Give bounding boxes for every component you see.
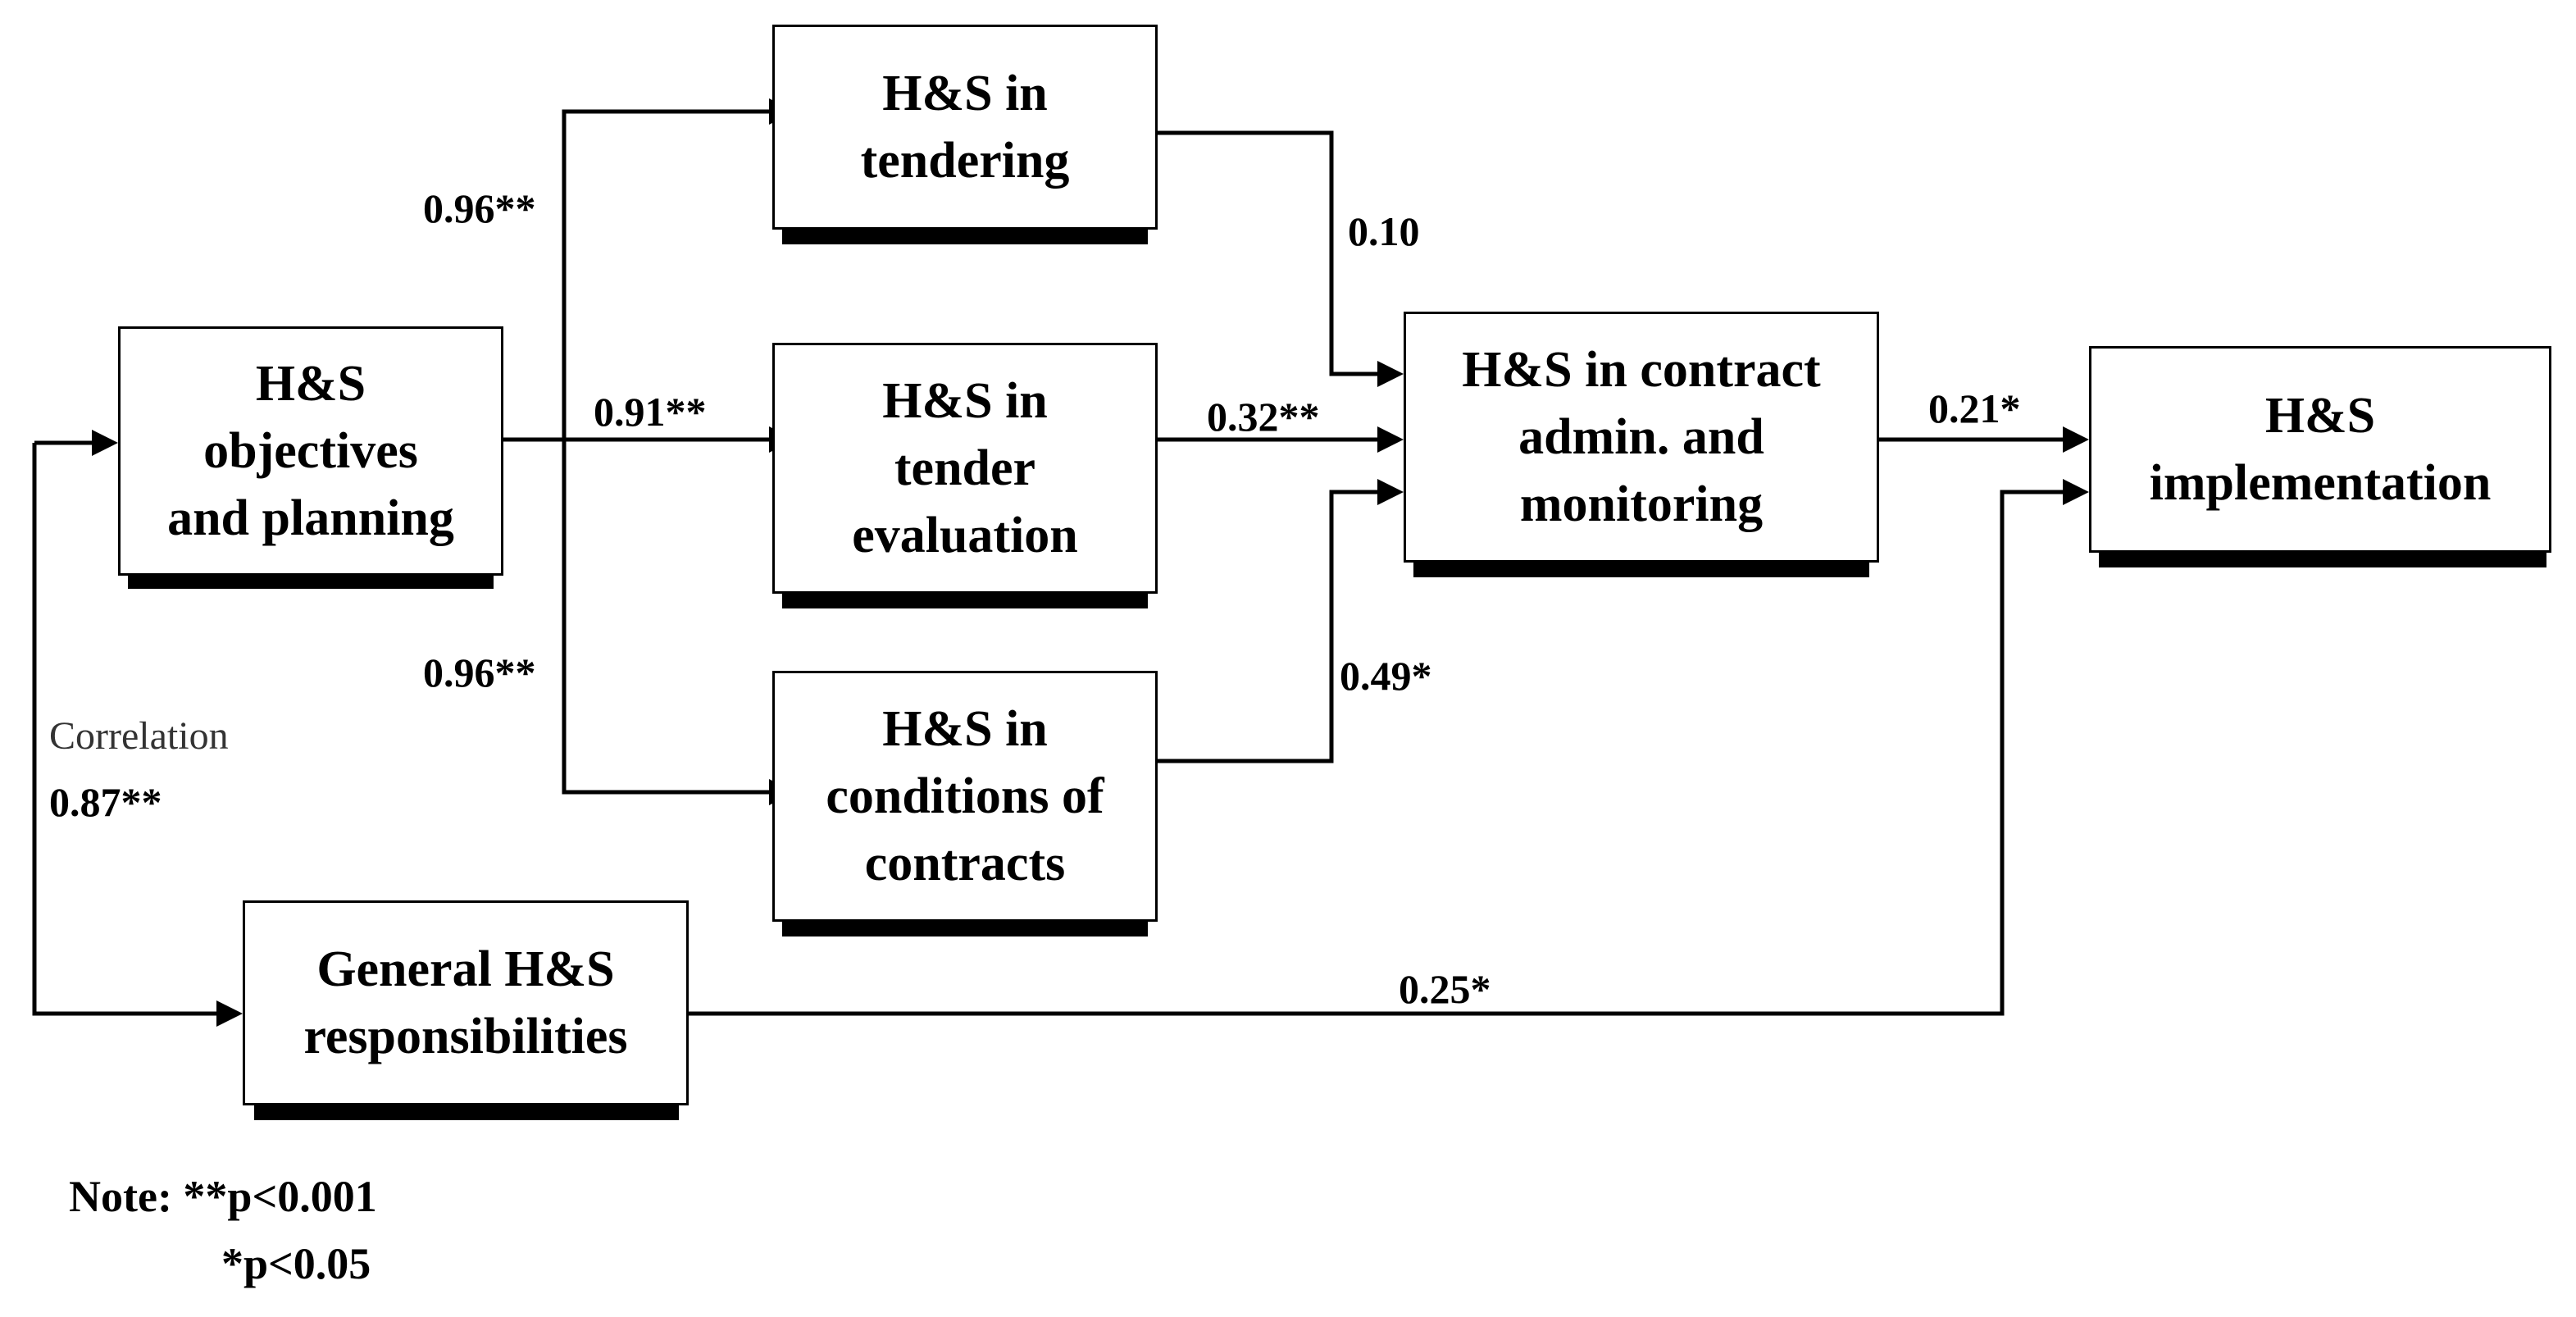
box-shadow — [782, 920, 1148, 936]
node-tender-evaluation: H&S in tender evaluation — [772, 343, 1158, 594]
box-shadow — [782, 592, 1148, 608]
node-label: General H&S responsibilities — [303, 941, 628, 1064]
coef-tendering-admin: 0.10 — [1348, 208, 1420, 254]
node-label: H&S in contract admin. and monitoring — [1462, 342, 1821, 532]
node-label: H&S in tender evaluation — [852, 373, 1078, 563]
correlation-value: 0.87** — [49, 779, 162, 825]
node-label: H&S in conditions of contracts — [826, 701, 1104, 891]
node-label: H&S objectives and planning — [167, 356, 454, 546]
correlation-bracket — [32, 440, 216, 1016]
node-contract-admin-and-monitoring: H&S in contract admin. and monitoring — [1404, 312, 1879, 563]
arrowhead — [216, 1000, 243, 1027]
coef-objectives-conditions: 0.96** — [423, 649, 536, 695]
arrowhead — [1377, 426, 1404, 453]
node-conditions-of-contracts: H&S in conditions of contracts — [772, 671, 1158, 922]
coef-admin-implementation: 0.21* — [1928, 385, 2021, 431]
significance-note: Note: **p<0.001 *p<0.05 — [69, 1163, 377, 1297]
node-label: H&S in tendering — [860, 66, 1070, 189]
node-label: H&S implementation — [2149, 388, 2492, 511]
node-implementation: H&S implementation — [2089, 346, 2551, 553]
box-shadow — [2099, 551, 2546, 567]
arrowhead — [92, 430, 118, 456]
arrow-conditions-to-admin — [1156, 490, 1377, 763]
arrow-objectives-to-conditions — [562, 440, 769, 795]
coef-general-implementation: 0.25* — [1399, 966, 1491, 1012]
arrow-tendering-to-admin — [1156, 130, 1377, 376]
node-objectives-and-planning: H&S objectives and planning — [118, 326, 503, 576]
arrowhead — [2063, 479, 2089, 505]
note-line-1: Note: **p<0.001 — [69, 1172, 377, 1221]
box-shadow — [128, 574, 494, 589]
box-shadow — [254, 1104, 679, 1120]
coef-objectives-tender-evaluation: 0.91** — [594, 389, 707, 435]
coef-objectives-tendering: 0.96** — [423, 185, 536, 231]
arrow-general-to-implementation — [689, 490, 2063, 1016]
correlation-label: Correlation — [49, 714, 229, 758]
node-general-responsibilities: General H&S responsibilities — [243, 900, 689, 1105]
coef-tender-evaluation-admin: 0.32** — [1207, 394, 1320, 440]
box-shadow — [782, 228, 1148, 244]
arrowhead — [1377, 361, 1404, 387]
arrowhead — [2063, 426, 2089, 453]
box-shadow — [1413, 561, 1869, 577]
arrowhead — [1377, 479, 1404, 505]
coef-conditions-admin: 0.49* — [1340, 653, 1432, 699]
node-tendering: H&S in tendering — [772, 25, 1158, 230]
note-line-2: *p<0.05 — [221, 1239, 371, 1288]
